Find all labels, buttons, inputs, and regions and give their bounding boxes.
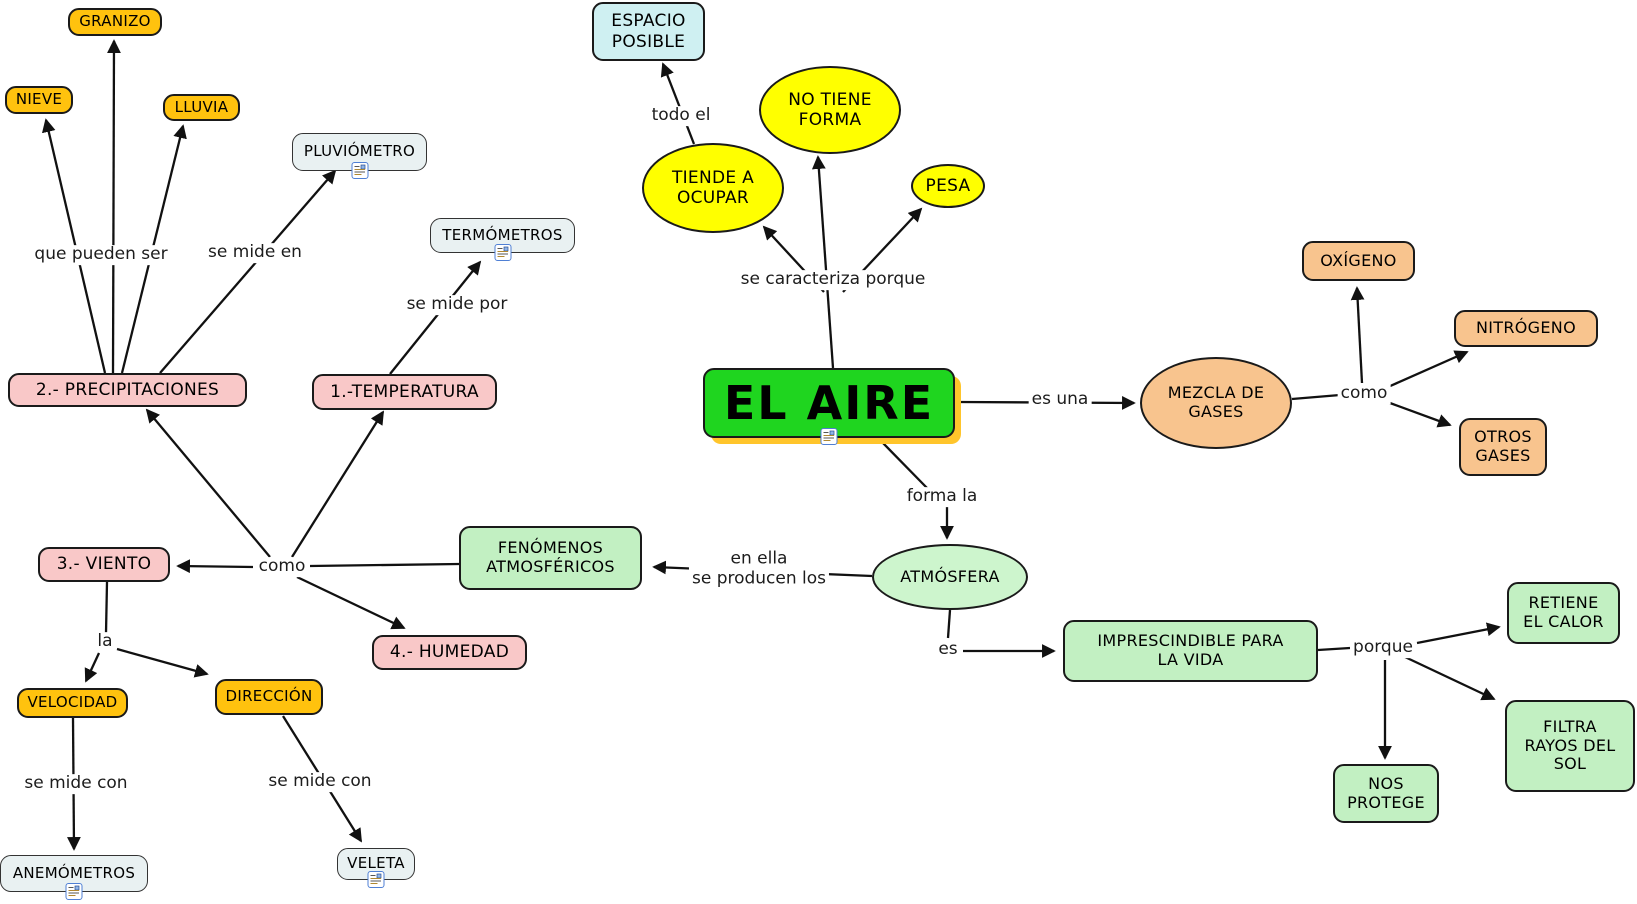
concept-label-imprescindible-para-la-vida: IMPRESCINDIBLE PARA LA VIDA (1097, 631, 1284, 669)
concept-label-viento: 3.- VIENTO (56, 554, 152, 575)
concept-label-velocidad: VELOCIDAD (27, 693, 118, 712)
concept-node-nieve[interactable]: NIEVE (5, 86, 73, 114)
concept-label-otros-gases: OTROS GASES (1474, 427, 1532, 465)
linking-phrase-el-aire-2: es una (1028, 389, 1092, 410)
concept-node-viento[interactable]: 3.- VIENTO (38, 547, 170, 582)
resource-icon[interactable] (65, 883, 83, 900)
concept-node-filtra-rayos-del-sol[interactable]: FILTRA RAYOS DEL SOL (1505, 700, 1635, 792)
concept-label-termometros: TERMÓMETROS (442, 225, 563, 244)
concept-label-pluviometro: PLUVIÓMETRO (303, 142, 416, 161)
concept-node-retiene-el-calor[interactable]: RETIENE EL CALOR (1507, 582, 1620, 644)
linking-phrase-precipitaciones-10: se mide en (205, 242, 305, 263)
concept-node-no-tiene-forma[interactable]: NO TIENE FORMA (759, 66, 901, 154)
linking-phrase-tiende-a-ocupar-1: todo el (648, 105, 714, 126)
concept-node-direccion[interactable]: DIRECCIÓN (215, 679, 323, 715)
linking-phrase-fenomenos-atmosfericos-8: como (255, 556, 309, 577)
concept-node-precipitaciones[interactable]: 2.- PRECIPITACIONES (8, 373, 247, 407)
concept-node-espacio-posible[interactable]: ESPACIO POSIBLE (592, 2, 705, 61)
concept-node-anemometros[interactable]: ANEMÓMETROS (0, 855, 148, 900)
linking-phrase-velocidad-13: se mide con (21, 773, 131, 794)
concept-label-granizo: GRANIZO (79, 12, 151, 31)
resource-icon[interactable] (351, 162, 368, 179)
concept-node-nitrogeno[interactable]: NITRÓGENO (1454, 310, 1598, 347)
linking-phrase-atmosfera-6: es (935, 639, 961, 660)
linking-phrase-viento-12: la (94, 631, 116, 652)
concept-label-nos-protege: NOS PROTEGE (1347, 773, 1425, 812)
connectors (41, 39, 1501, 851)
linking-phrase-precipitaciones-9: que pueden ser (31, 244, 171, 265)
concept-node-granizo[interactable]: GRANIZO (68, 8, 162, 36)
concept-node-mezcla-de-gases[interactable]: MEZCLA DE GASES (1140, 357, 1292, 449)
concept-label-nieve: NIEVE (15, 90, 63, 109)
concept-node-nos-protege[interactable]: NOS PROTEGE (1333, 764, 1439, 823)
concept-label-no-tiene-forma: NO TIENE FORMA (788, 89, 872, 130)
concept-label-espacio-posible: ESPACIO POSIBLE (611, 11, 686, 52)
linking-phrase-el-aire-0: se caracteriza porque (737, 269, 929, 290)
resource-icon[interactable] (367, 871, 385, 888)
concept-node-veleta[interactable]: VELETA (337, 848, 415, 888)
linking-phrase-el-aire-4: forma la (903, 486, 981, 507)
concept-label-mezcla-de-gases: MEZCLA DE GASES (1167, 383, 1265, 421)
concept-node-tiende-a-ocupar[interactable]: TIENDE A OCUPAR (642, 143, 784, 233)
concept-label-el-aire: EL AIRE (723, 375, 935, 430)
linking-phrase-atmosfera-5: en ella se producen los (688, 548, 830, 589)
concept-node-velocidad[interactable]: VELOCIDAD (17, 688, 128, 718)
concept-node-pesa[interactable]: PESA (911, 164, 985, 208)
concept-node-temperatura[interactable]: 1.-TEMPERATURA (312, 374, 497, 410)
concept-node-pluviometro[interactable]: PLUVIÓMETRO (292, 133, 427, 179)
concept-label-anemometros: ANEMÓMETROS (12, 863, 136, 882)
resource-icon[interactable] (494, 244, 511, 261)
linking-phrase-direccion-14: se mide con (265, 771, 375, 792)
concept-node-el-aire[interactable]: EL AIRE (703, 368, 955, 445)
concept-label-atmosfera: ATMÓSFERA (900, 566, 1000, 586)
concept-node-oxigeno[interactable]: OXÍGENO (1302, 241, 1415, 281)
concept-node-otros-gases[interactable]: OTROS GASES (1459, 418, 1547, 476)
concept-label-pesa: PESA (925, 175, 971, 196)
concept-label-direccion: DIRECCIÓN (225, 687, 313, 706)
concept-node-humedad[interactable]: 4.- HUMEDAD (372, 635, 527, 670)
concept-label-humedad: 4.- HUMEDAD (389, 642, 510, 663)
concept-label-retiene-el-calor: RETIENE EL CALOR (1523, 593, 1604, 631)
concept-node-termometros[interactable]: TERMÓMETROS (430, 218, 575, 261)
linking-phrase-imprescindible-para-la-vida-7: porque (1350, 637, 1416, 658)
concept-node-imprescindible-para-la-vida[interactable]: IMPRESCINDIBLE PARA LA VIDA (1063, 620, 1318, 682)
linking-phrase-temperatura-11: se mide por (403, 294, 511, 315)
concept-node-lluvia[interactable]: LLUVIA (163, 94, 240, 121)
concept-label-temperatura: 1.-TEMPERATURA (330, 381, 479, 402)
concept-node-atmosfera[interactable]: ATMÓSFERA (872, 544, 1028, 610)
concept-node-fenomenos-atmosfericos[interactable]: FENÓMENOS ATMOSFÉRICOS (459, 526, 642, 590)
concept-label-tiende-a-ocupar: TIENDE A OCUPAR (671, 167, 755, 208)
concept-label-lluvia: LLUVIA (174, 97, 229, 116)
linking-phrase-mezcla-de-gases-3: como (1337, 383, 1391, 404)
concept-label-precipitaciones: 2.- PRECIPITACIONES (35, 379, 220, 400)
concept-label-oxigeno: OXÍGENO (1320, 250, 1397, 270)
concept-label-nitrogeno: NITRÓGENO (1476, 318, 1576, 338)
concept-label-filtra-rayos-del-sol: FILTRA RAYOS DEL SOL (1524, 716, 1616, 774)
concept-label-fenomenos-atmosfericos: FENÓMENOS ATMOSFÉRICOS (486, 538, 615, 576)
resource-icon[interactable] (820, 428, 838, 445)
